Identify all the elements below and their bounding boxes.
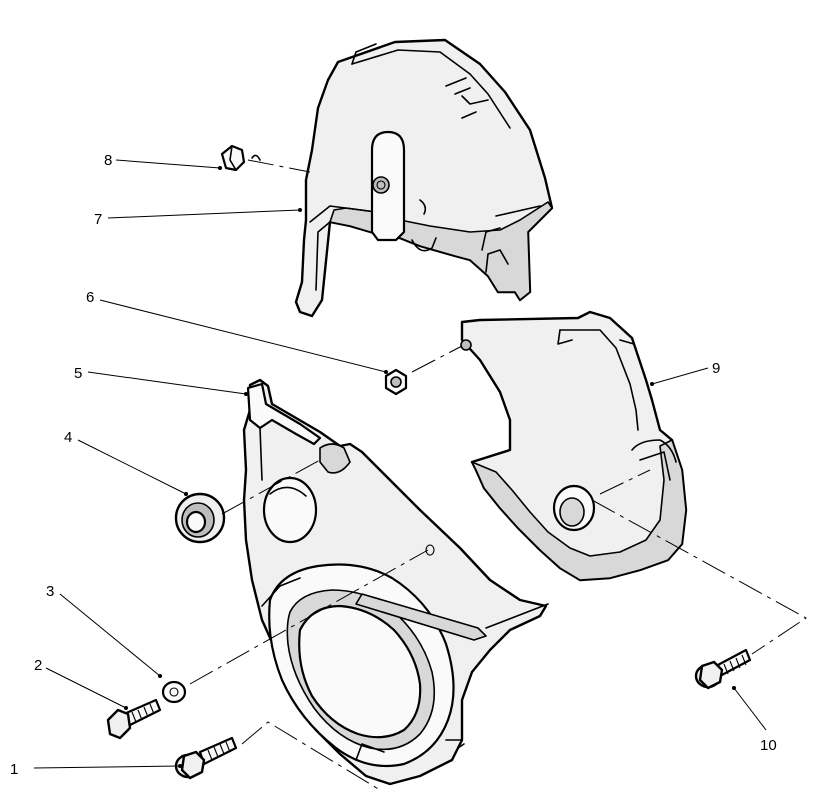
part-7-upper-cover	[294, 38, 554, 318]
part-9-side-cover	[460, 310, 688, 582]
assembly-lines	[189, 159, 807, 791]
part-10-flange-bolt	[694, 648, 752, 690]
callouts: 1 2 3 4 5 6 7 8 9 10	[10, 152, 777, 778]
part-6-nut	[384, 368, 408, 396]
callout-4: 4	[64, 429, 72, 446]
callout-3: 3	[46, 583, 54, 600]
callout-8: 8	[104, 152, 112, 169]
callout-9: 9	[712, 360, 720, 377]
part-1-flange-bolt	[174, 736, 238, 780]
callout-5: 5	[74, 365, 82, 382]
part-5-lower-cover	[242, 378, 549, 786]
part-4-oil-seal	[174, 492, 226, 544]
part-2-bolt	[106, 698, 162, 740]
callout-1: 1	[10, 761, 18, 778]
callout-leaders	[33, 159, 767, 769]
part-3-washer	[161, 680, 187, 704]
callout-10: 10	[760, 737, 777, 754]
part-8-nut	[220, 144, 261, 172]
callout-6: 6	[86, 289, 94, 306]
callout-7: 7	[94, 211, 102, 228]
callout-2: 2	[34, 657, 42, 674]
